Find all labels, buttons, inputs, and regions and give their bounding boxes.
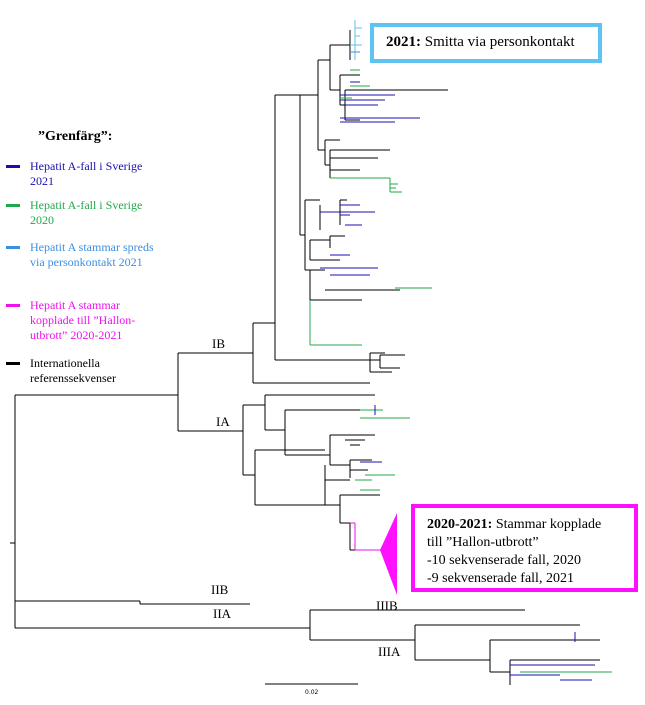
callout-hallon-line3: -10 sekvenserade fall, 2020 <box>427 553 581 568</box>
legend-label: Hepatit A stammar spreds via personkonta… <box>30 240 154 269</box>
clade-label-iiib: IIIB <box>376 598 398 613</box>
branch <box>317 44 448 166</box>
callout-hallon-line4: -9 sekvenserade fall, 2021 <box>427 571 574 586</box>
legend-label: Hepatit A-fall i Sverige 2020 <box>30 198 143 227</box>
clade-label-iia: IIA <box>213 606 232 621</box>
clade-label-iiia: IIIA <box>378 644 401 659</box>
swatch-black <box>6 362 20 365</box>
scale-label: 0.02 <box>305 689 319 696</box>
clade-label-iib: IIB <box>211 582 229 597</box>
callout-hallon-years: 2020-2021: <box>427 517 493 532</box>
callout-2021-text: Smitta via personkontakt <box>421 34 575 50</box>
legend-label: Hepatit A stammar kopplade till ”Hallon-… <box>30 298 136 342</box>
callout-hallon-text1: Stammar kopplade <box>492 517 602 532</box>
legend-item-2021: Hepatit A-fall i Sverige 2021 <box>6 159 160 189</box>
branch <box>350 20 362 60</box>
tree-branches <box>10 20 612 685</box>
branch <box>309 69 432 346</box>
branch <box>320 81 420 276</box>
swatch-green <box>6 204 20 207</box>
clade-label-ia: IA <box>216 414 230 429</box>
callout-pointer <box>380 513 397 595</box>
branch <box>242 394 375 476</box>
callout-2021-year: 2021: <box>386 34 421 50</box>
branch <box>309 609 600 685</box>
swatch-lightblue <box>6 246 20 249</box>
branch <box>275 94 320 271</box>
branch <box>510 632 595 681</box>
callout-hallon-line2: till ”Hallon-utbrott” <box>427 535 539 550</box>
branch <box>355 409 410 491</box>
branch <box>177 352 253 432</box>
legend-item-international: Internationella referenssekvenser <box>6 356 160 386</box>
legend-label: Internationella referenssekvenser <box>30 356 116 385</box>
legend-item-2020: Hepatit A-fall i Sverige 2020 <box>6 198 160 228</box>
callout-2021: 2021: Smitta via personkontakt <box>370 23 602 63</box>
legend-label: Hepatit A-fall i Sverige 2021 <box>30 159 143 188</box>
legend-title: ”Grenfärg”: <box>38 129 113 144</box>
swatch-blue <box>6 165 20 168</box>
legend-item-hallon: Hepatit A stammar kopplade till ”Hallon-… <box>6 298 160 343</box>
legend-item-personkontakt: Hepatit A stammar spreds via personkonta… <box>6 240 160 270</box>
branch <box>360 405 382 463</box>
branch <box>350 522 385 551</box>
callout-hallon: 2020-2021: Stammar kopplade till ”Hallon… <box>411 504 638 592</box>
branch <box>10 394 310 629</box>
clade-label-ib: IB <box>212 336 225 351</box>
callout-hallon-line1: 2020-2021: Stammar kopplade <box>427 516 622 534</box>
branch <box>252 95 405 384</box>
swatch-magenta <box>6 304 20 307</box>
branch <box>254 449 380 551</box>
